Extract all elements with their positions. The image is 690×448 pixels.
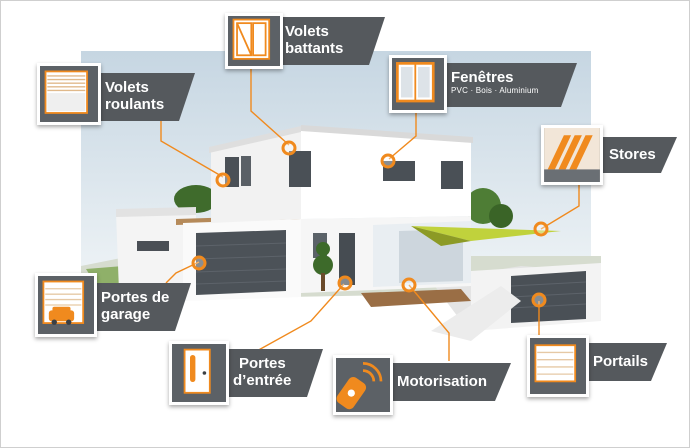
volets-roulants-label-2: roulants bbox=[105, 96, 165, 113]
swing-shutter-icon bbox=[232, 18, 271, 60]
fenetres-banner[interactable]: Fenêtres PVC · Bois · Aluminium bbox=[437, 63, 577, 107]
portes-entree-label-2: d’entrée bbox=[233, 372, 292, 389]
motorisation-label: Motorisation bbox=[397, 373, 487, 390]
roller-shutter-icon bbox=[44, 70, 88, 114]
stores-tile[interactable] bbox=[541, 125, 603, 185]
marker-volets-roulants bbox=[215, 172, 231, 188]
awning-icon bbox=[544, 128, 600, 182]
marker-portails bbox=[531, 292, 547, 308]
leader-fenetres bbox=[388, 111, 417, 160]
remote-control-icon bbox=[336, 362, 383, 410]
window-icon bbox=[396, 62, 435, 103]
marker-volets-battants bbox=[281, 140, 297, 156]
marker-portes-garage bbox=[191, 255, 207, 271]
stores-banner[interactable]: Stores bbox=[595, 137, 677, 173]
gate-icon bbox=[534, 344, 577, 383]
leader-volets-battants bbox=[250, 61, 290, 146]
volets-battants-label-2: battants bbox=[285, 40, 344, 57]
stores-label: Stores bbox=[609, 146, 656, 163]
volets-roulants-banner[interactable]: Volets roulants bbox=[91, 73, 195, 121]
marker-portes-entree bbox=[337, 275, 353, 291]
portes-garage-label-2: garage bbox=[101, 306, 151, 323]
leader-portes-entree bbox=[245, 283, 345, 358]
leader-stores bbox=[540, 181, 580, 230]
portails-banner[interactable]: Portails bbox=[579, 343, 667, 381]
fenetres-label: Fenêtres bbox=[451, 69, 514, 86]
portes-garage-banner[interactable]: Portes de garage bbox=[87, 283, 191, 331]
leader-portes-garage bbox=[165, 261, 200, 284]
volets-battants-label-1: Volets bbox=[285, 23, 329, 40]
leader-motorisation bbox=[408, 284, 450, 361]
marker-stores bbox=[533, 221, 549, 237]
motorisation-tile[interactable] bbox=[333, 355, 393, 415]
volets-roulants-tile[interactable] bbox=[37, 63, 101, 125]
portes-entree-banner[interactable]: Portes d’entrée bbox=[219, 349, 323, 397]
portes-entree-label-1: Portes bbox=[239, 355, 286, 372]
entry-door-icon bbox=[183, 348, 211, 394]
garage-door-icon bbox=[42, 280, 85, 325]
volets-battants-banner[interactable]: Volets battants bbox=[271, 17, 385, 65]
portes-entree-tile[interactable] bbox=[169, 341, 229, 405]
portes-garage-tile[interactable] bbox=[35, 273, 97, 337]
fenetres-tile[interactable] bbox=[389, 55, 447, 113]
marker-motorisation bbox=[401, 277, 417, 293]
volets-roulants-label-1: Volets bbox=[105, 79, 149, 96]
motorisation-banner[interactable]: Motorisation bbox=[383, 363, 511, 401]
portails-tile[interactable] bbox=[527, 335, 589, 397]
volets-battants-tile[interactable] bbox=[225, 13, 283, 69]
portails-label: Portails bbox=[593, 353, 649, 370]
fenetres-materials: PVC · Bois · Aluminium bbox=[451, 86, 539, 95]
portes-garage-label-1: Portes de bbox=[101, 289, 170, 306]
marker-fenetres bbox=[380, 153, 396, 169]
